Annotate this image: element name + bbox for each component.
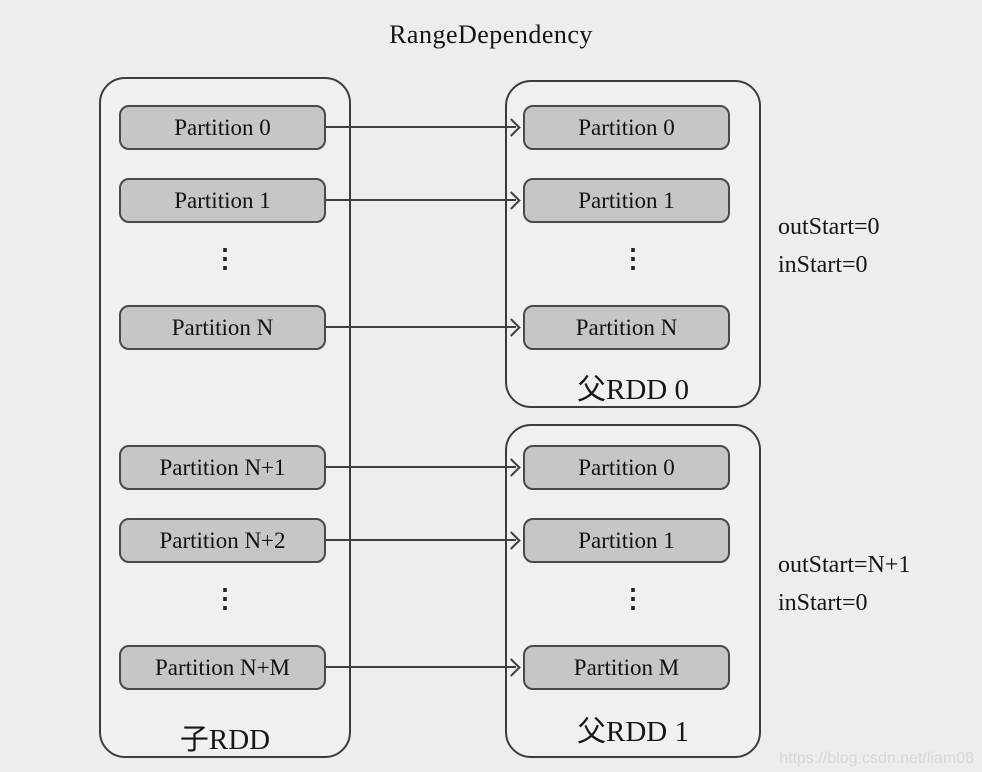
parent1-ellipsis: ⋮ [620,584,646,613]
annotation-parent1-outstart: outStart=N+1 [778,552,911,578]
child-rdd-label: 子RDD [179,724,271,756]
child-partition-1: Partition 1 [119,178,326,223]
child-ellipsis-top: ⋮ [212,244,238,273]
parent0-ellipsis: ⋮ [620,244,646,273]
parent0-partition-0: Partition 0 [523,105,730,150]
arrow-child1-to-parent0-p1 [326,199,516,201]
arrow-child0-to-parent0-p0 [326,126,516,128]
child-partition-0: Partition 0 [119,105,326,150]
watermark: https://blog.csdn.net/liam08 [779,750,974,767]
arrow-childn2-to-parent1-p1 [326,539,516,541]
child-partition-n2: Partition N+2 [119,518,326,563]
annotation-parent1: outStart=N+1 inStart=0 [778,546,910,622]
annotation-parent1-instart: inStart=0 [778,590,868,616]
annotation-parent0: outStart=0 inStart=0 [778,208,880,284]
diagram-title: RangeDependency [389,20,593,49]
annotation-parent0-instart: inStart=0 [778,252,868,278]
child-ellipsis-bottom: ⋮ [212,584,238,613]
child-partition-n: Partition N [119,305,326,350]
parent-rdd-0-label: 父RDD 0 [577,374,689,406]
child-partition-nm: Partition N+M [119,645,326,690]
arrow-childn-to-parent0-pn [326,326,516,328]
annotation-parent0-outstart: outStart=0 [778,214,880,240]
child-partition-n1: Partition N+1 [119,445,326,490]
parent1-partition-m: Partition M [523,645,730,690]
parent0-partition-n: Partition N [523,305,730,350]
arrow-childn1-to-parent1-p0 [326,466,516,468]
parent0-partition-1: Partition 1 [523,178,730,223]
parent-rdd-1-label: 父RDD 1 [577,716,689,748]
parent1-partition-1: Partition 1 [523,518,730,563]
arrow-childnm-to-parent1-pm [326,666,516,668]
parent1-partition-0: Partition 0 [523,445,730,490]
